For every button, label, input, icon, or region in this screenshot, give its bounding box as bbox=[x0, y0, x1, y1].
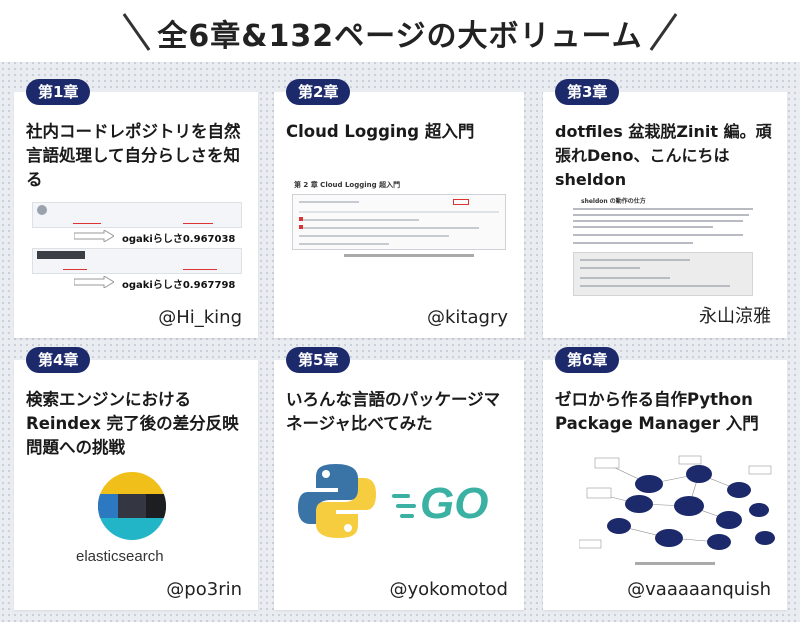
go-wordmark: GO bbox=[420, 479, 489, 528]
architecture-diagram bbox=[579, 455, 775, 550]
comment-snippet bbox=[32, 248, 242, 274]
chapter-author: @Hi_king bbox=[158, 307, 242, 328]
code-block bbox=[573, 252, 753, 296]
score-value: ogakiらしさ0.967798 bbox=[122, 280, 236, 291]
chapter-badge: 第4章 bbox=[26, 347, 91, 373]
chapter-title: 社内コードレポジトリを自然言語処理して自分らしさを知る bbox=[26, 122, 241, 189]
chapter-author: @vaaaaanquish bbox=[627, 579, 771, 600]
console-screenshot bbox=[292, 194, 506, 250]
comment-snippet bbox=[32, 202, 242, 228]
elasticsearch-logo-icon bbox=[98, 472, 166, 540]
header-banner: 全6章&132ページの大ボリューム bbox=[0, 0, 800, 62]
elasticsearch-wordmark: elasticsearch bbox=[76, 548, 164, 565]
chapter-title: 検索エンジンにおける Reindex 完了後の差分反映問題への挑戦 bbox=[26, 390, 239, 457]
chapter-author: @kitagry bbox=[427, 307, 508, 328]
page-title: 全6章&132ページの大ボリューム bbox=[157, 19, 643, 54]
chapter-badge: 第1章 bbox=[26, 79, 91, 105]
chapter-badge: 第2章 bbox=[286, 79, 351, 105]
python-logo-icon bbox=[298, 464, 376, 538]
chapter-title: いろんな言語のパッケージマネージャ比べてみた bbox=[286, 390, 501, 433]
chapter-badge: 第3章 bbox=[555, 79, 620, 105]
chapter-badge: 第6章 bbox=[555, 347, 620, 373]
chapter-title: Cloud Logging 超入門 bbox=[286, 122, 475, 141]
go-logo-icon: GO bbox=[392, 478, 510, 530]
doc-heading: 第 2 章 Cloud Logging 超入門 bbox=[294, 181, 401, 189]
avatar bbox=[37, 205, 47, 215]
chapter-card-1[interactable]: 第1章 社内コードレポジトリを自然言語処理して自分らしさを知る ogakiらしさ… bbox=[14, 79, 258, 338]
chapter-card-6[interactable]: 第6章 ゼロから作る自作Python Package Manager 入門 bbox=[543, 347, 787, 610]
chapter-title: dotfiles 盆栽脱Zinit 編。頑張れDeno、こんにちは sheldo… bbox=[555, 122, 772, 189]
arrow-right-icon bbox=[74, 276, 114, 288]
chapter-card-3[interactable]: 第3章 dotfiles 盆栽脱Zinit 編。頑張れDeno、こんにちは sh… bbox=[543, 79, 787, 338]
score-value: ogakiらしさ0.967038 bbox=[122, 234, 236, 245]
chapter-card-4[interactable]: 第4章 検索エンジンにおける Reindex 完了後の差分反映問題への挑戦 el… bbox=[14, 347, 258, 610]
chapter-author: @po3rin bbox=[166, 579, 242, 600]
doc-heading: sheldon の動作の仕方 bbox=[581, 198, 646, 205]
chapter-author: @yokomotod bbox=[389, 579, 508, 600]
chapter-author: 永山涼雅 bbox=[699, 306, 771, 327]
chapter-card-2[interactable]: 第2章 Cloud Logging 超入門 第 2 章 Cloud Loggin… bbox=[274, 79, 524, 338]
chapter-badge: 第5章 bbox=[286, 347, 351, 373]
chapter-title: ゼロから作る自作Python Package Manager 入門 bbox=[555, 390, 759, 433]
chapter-card-5[interactable]: 第5章 いろんな言語のパッケージマネージャ比べてみた GO @yokomotod bbox=[274, 347, 524, 610]
arrow-right-icon bbox=[74, 230, 114, 242]
